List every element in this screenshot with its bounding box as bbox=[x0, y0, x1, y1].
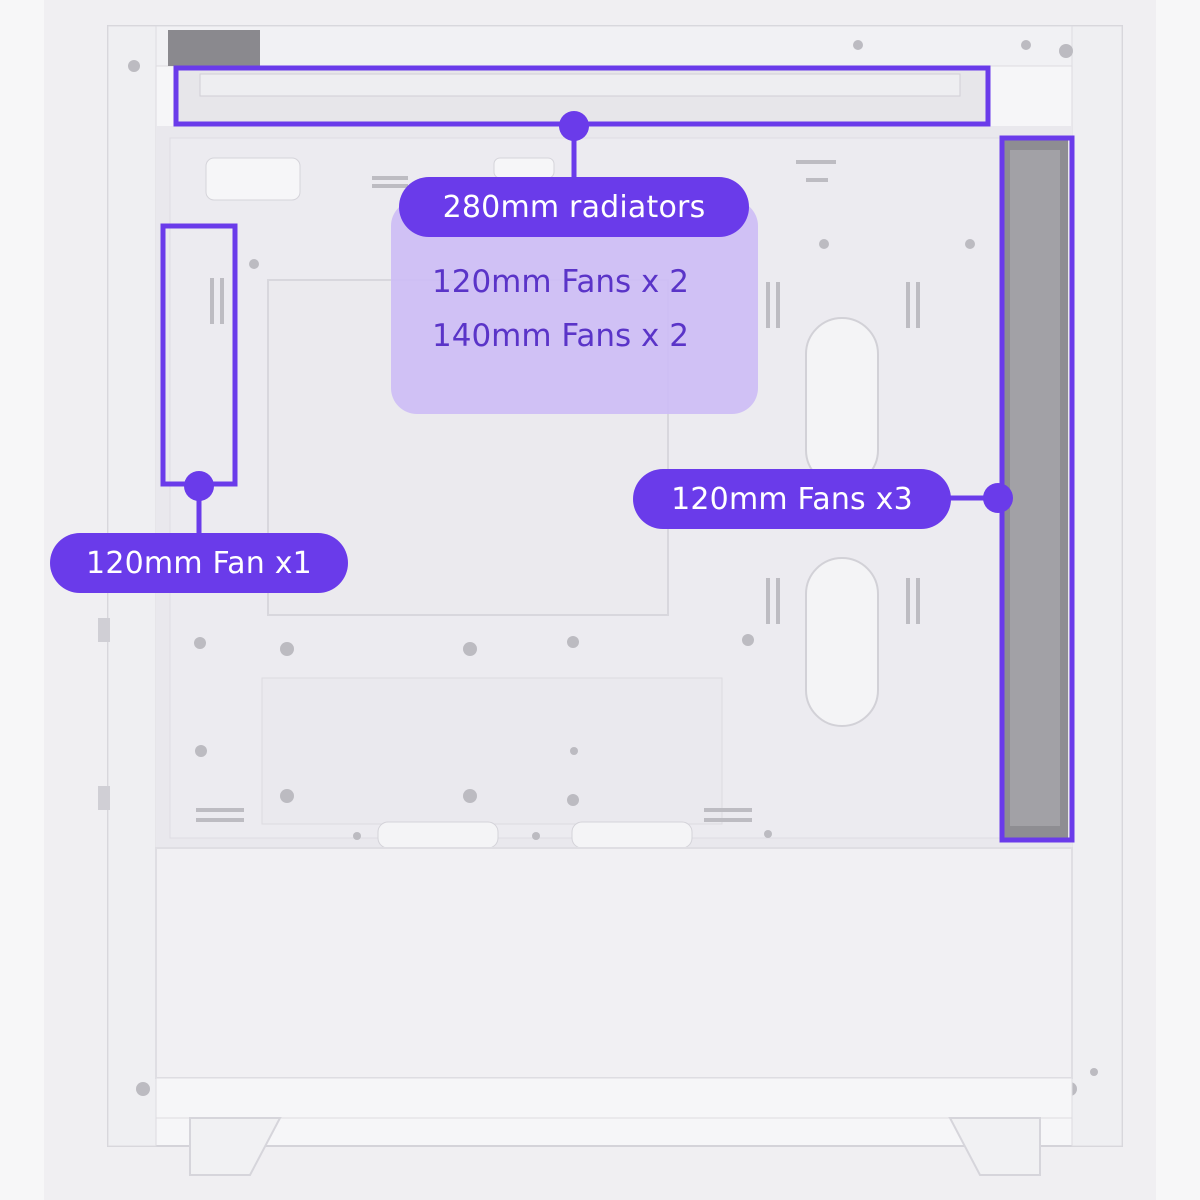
callout-top-radiators: 280mm radiators bbox=[399, 177, 749, 237]
case-top-rail bbox=[155, 25, 1073, 67]
image-margin-left bbox=[0, 0, 44, 1200]
psu-shroud bbox=[155, 847, 1073, 1079]
tray-cutout-top-left bbox=[205, 157, 301, 201]
case-foot-right bbox=[948, 1117, 1041, 1176]
callout-front-fan: 120mm Fan x1 bbox=[50, 533, 348, 593]
case-foot-left bbox=[189, 1117, 282, 1176]
dark-trim-top bbox=[168, 30, 260, 66]
spec-line-140mm-fans: 140mm Fans x 2 bbox=[432, 318, 689, 354]
callout-rear-fans: 120mm Fans x3 bbox=[633, 469, 951, 529]
bottom-rail bbox=[155, 1077, 1073, 1119]
tray-cutout-top-center bbox=[493, 157, 555, 179]
top-mesh bbox=[199, 73, 961, 97]
spec-line-120mm-fans: 120mm Fans x 2 bbox=[432, 264, 689, 300]
marker-dot-front bbox=[184, 471, 214, 501]
case-rear-pillar bbox=[1071, 25, 1123, 1147]
cable-grommet-lower bbox=[805, 557, 879, 727]
cable-grommet-upper bbox=[805, 317, 879, 487]
lower-tray-panel bbox=[261, 677, 723, 825]
marker-dot-rear bbox=[983, 483, 1013, 513]
rear-fan-inner bbox=[1010, 150, 1060, 826]
image-margin-right bbox=[1156, 0, 1200, 1200]
marker-dot-top bbox=[559, 111, 589, 141]
